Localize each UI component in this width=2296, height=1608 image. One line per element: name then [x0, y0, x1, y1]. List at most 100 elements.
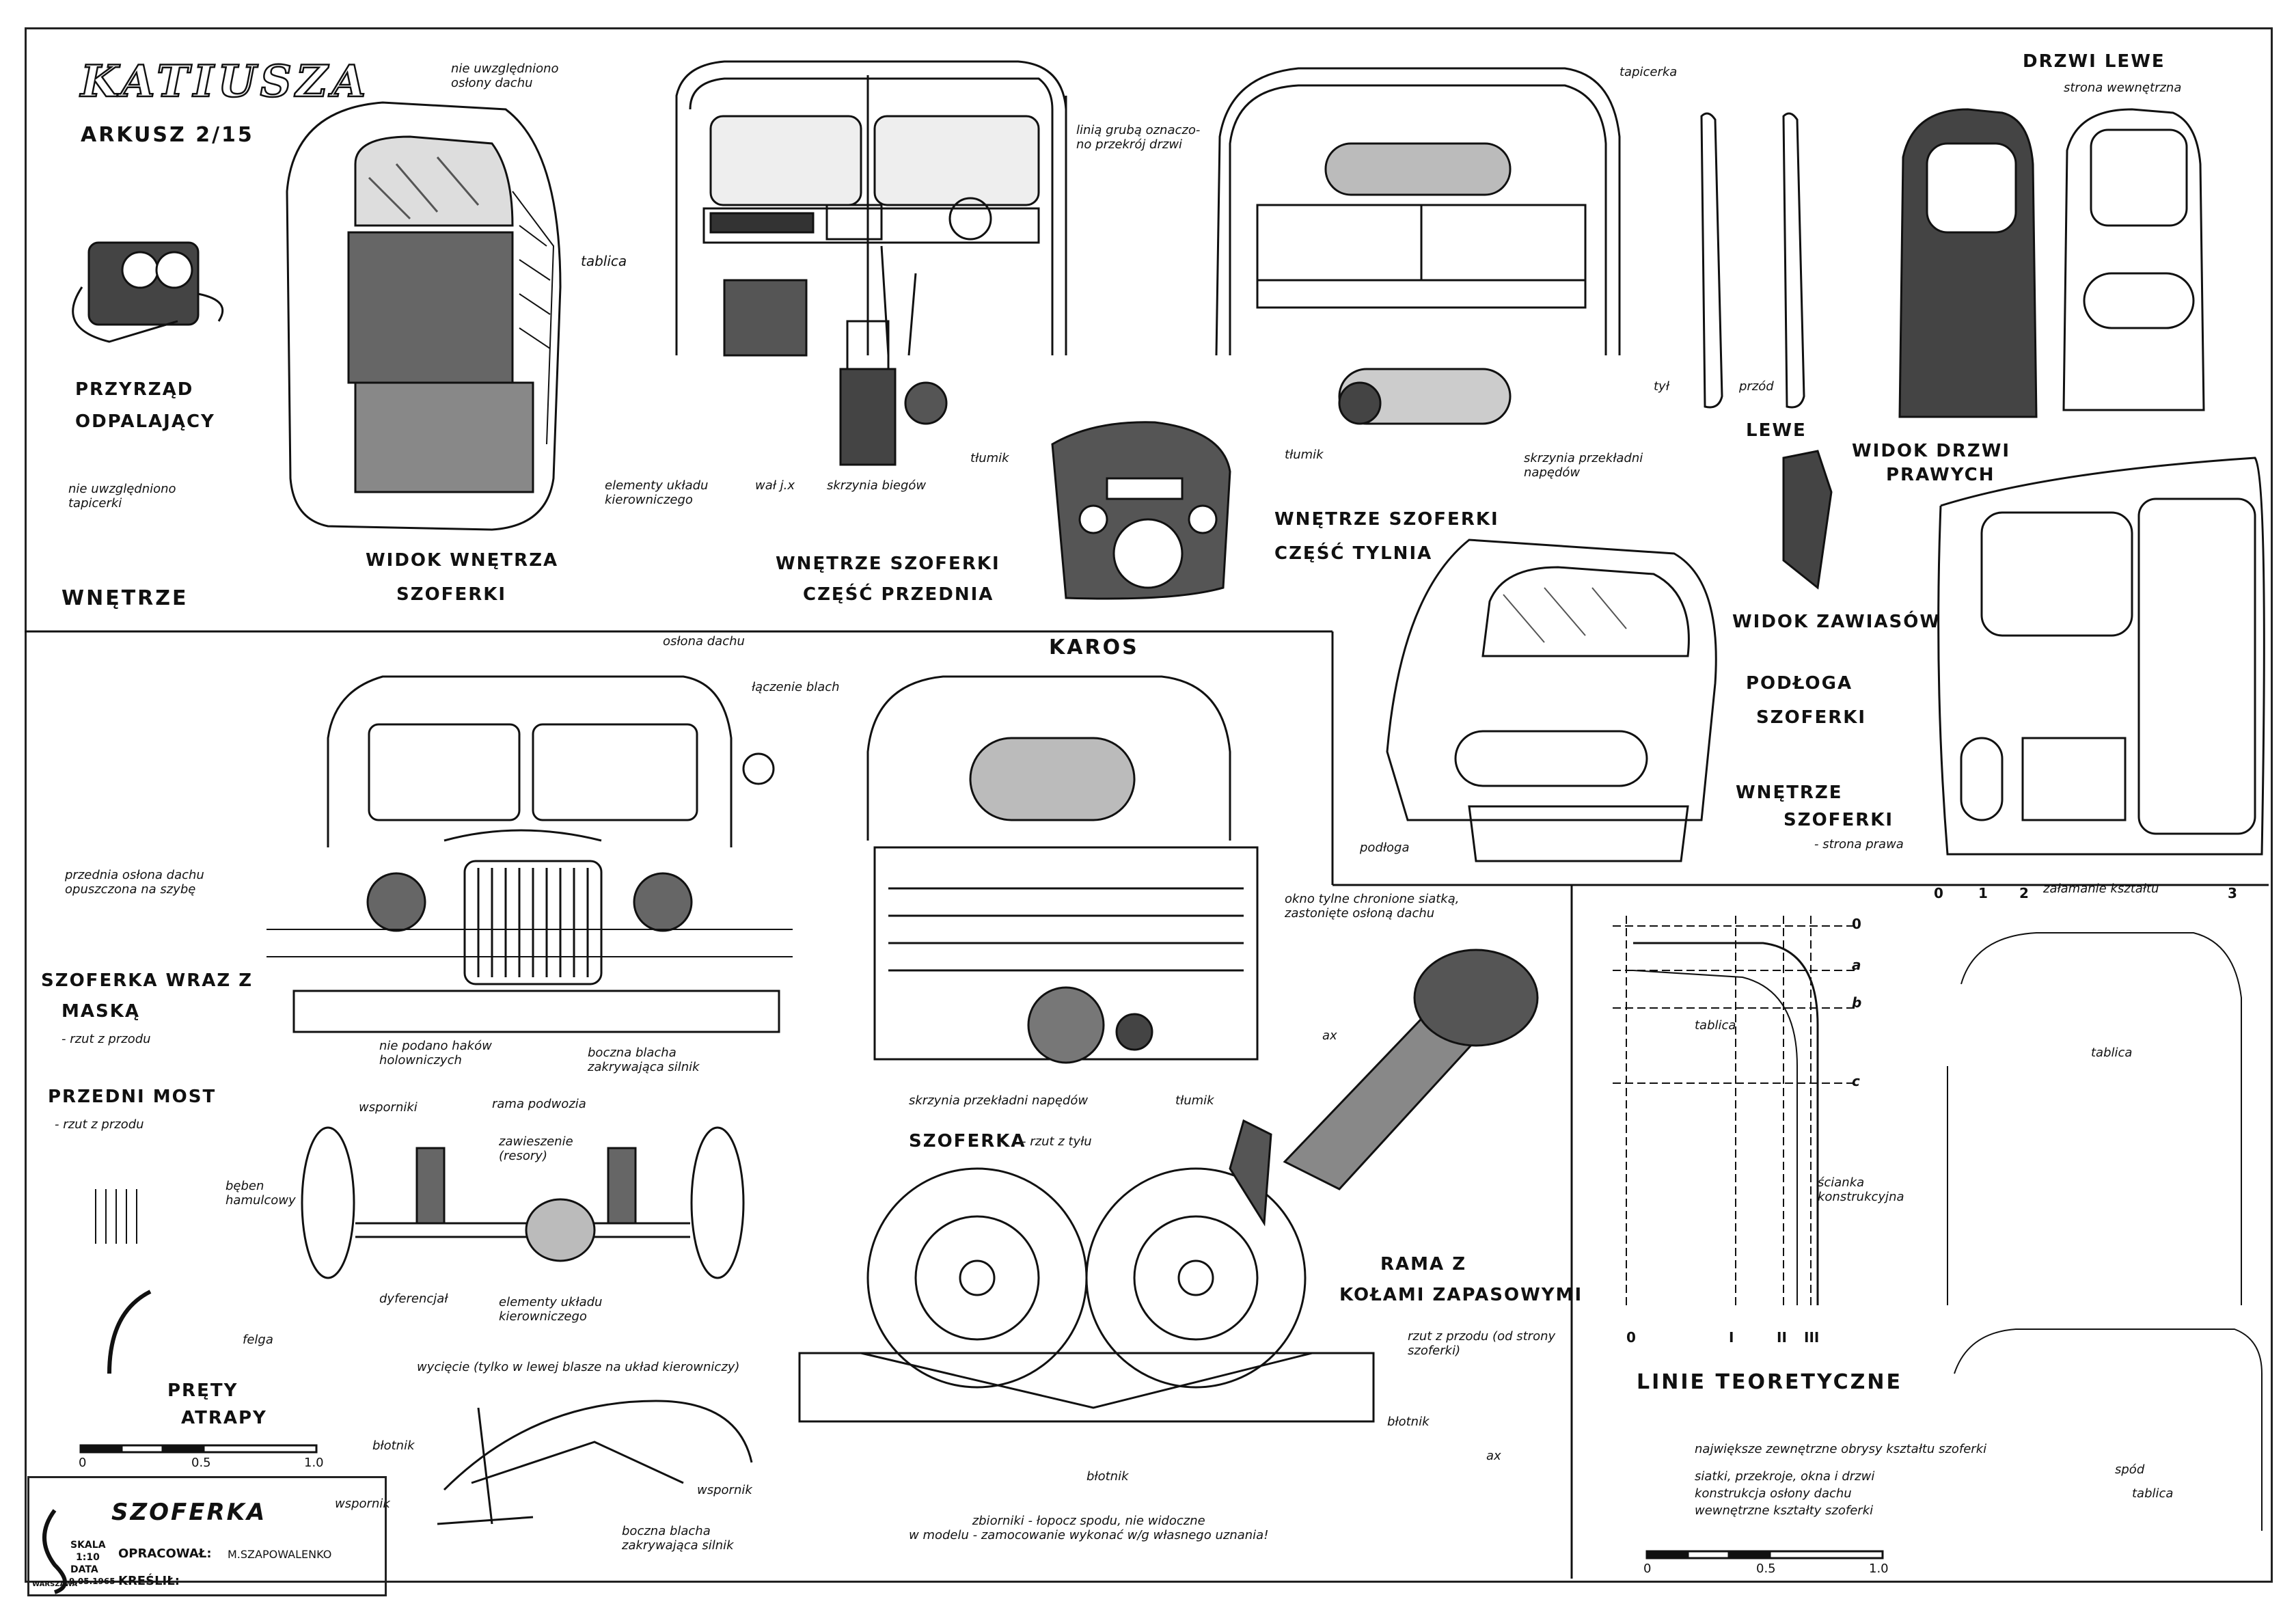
scale-bar-right — [1645, 1550, 1884, 1559]
section-heading-interior: WNĘTRZE — [62, 586, 189, 610]
label-rzut-tylu: - rzut z tyłu — [1022, 1134, 1092, 1149]
sheet-number: ARKUSZ 2/15 — [81, 123, 254, 147]
widok-prawych-2: PRAWYCH — [1886, 465, 1995, 485]
linie-row-c: c — [1852, 1073, 1860, 1089]
scale-left-05: 0.5 — [191, 1456, 211, 1470]
label-spod: spód — [2115, 1462, 2145, 1477]
karos-heading: KAROS — [1049, 636, 1139, 659]
podloga-label-2: SZOFERKI — [1756, 707, 1867, 728]
door-left-inner-drawing — [2062, 108, 2205, 411]
widok-wnetrza-1: WIDOK WNĘTRZA — [366, 550, 559, 571]
scale-right-10: 1.0 — [1869, 1562, 1889, 1576]
scale-bar-left — [79, 1444, 318, 1454]
label-scianka: ścianka konstrukcyjna — [1818, 1175, 1904, 1204]
scale-right-05: 0.5 — [1756, 1562, 1776, 1576]
label-rzut-przodu: - rzut z przodu — [62, 1032, 151, 1046]
title-block-city: WARSZAWA — [32, 1581, 78, 1588]
legend-item-3: konstrukcja osłony dachu — [1695, 1486, 1852, 1501]
axle-rzut: - rzut z przodu — [55, 1117, 144, 1132]
title-block-opracowal: M.SZAPOWALENKO — [228, 1548, 332, 1561]
wnetrze-label-1: WNĘTRZE — [1736, 782, 1843, 803]
linie-top-1: 1 — [1978, 885, 1988, 901]
spare-frame-title-1: RAMA Z — [1380, 1254, 1467, 1275]
doors-title: DRZWI LEWE — [2023, 51, 2165, 72]
title-block-name: SZOFERKA — [111, 1499, 267, 1526]
note-no-roof: nie uwzględniono osłony dachu — [451, 62, 559, 90]
grille-label-2: ATRAPY — [181, 1408, 267, 1428]
label-wal: wał j.x — [755, 478, 795, 493]
label-zawieszenie: zawieszenie (resory) — [499, 1134, 573, 1163]
logo-mark — [42, 1509, 67, 1594]
note-cutout: wycięcie (tylko w lewej blasze na układ … — [417, 1360, 740, 1374]
label-boczna-blacha: boczna blacha zakrywająca silnik — [588, 1046, 700, 1074]
label-axle-kier: elementy układu kierowniczego — [499, 1295, 603, 1324]
hinge-drawing — [1782, 450, 1833, 590]
scale-left-0: 0 — [79, 1456, 87, 1470]
rear-interior-title-2: CZĘŚĆ TYLNIA — [1274, 543, 1433, 564]
label-zalamanie: załamanie kształtu — [2043, 882, 2159, 896]
label-beben: bęben hamulcowy — [226, 1179, 296, 1208]
cab-interior-drawing — [286, 101, 562, 531]
widok-wnetrza-2: SZOFERKI — [396, 584, 507, 605]
fender-drawing — [437, 1400, 753, 1525]
linie-top-3: 3 — [2228, 885, 2237, 901]
front-interior-drawing — [675, 60, 1067, 466]
label-boczna-bottom: boczna blacha zakrywająca silnik — [622, 1524, 734, 1553]
label-lewe: LEWE — [1746, 420, 1807, 441]
przyrzad-label-1: PRZYRZĄD — [75, 379, 194, 400]
widok-prawych-1: WIDOK DRZWI — [1852, 441, 2011, 461]
sheet-title: KATIUSZA — [80, 55, 370, 109]
label-rama-podwozia: rama podwozia — [492, 1097, 586, 1111]
spare-frame-drawing — [1229, 949, 1539, 1227]
note-no-hooks: nie podano haków holowniczych — [379, 1039, 492, 1067]
front-interior-title-2: CZĘŚĆ PRZEDNIA — [803, 584, 994, 605]
label-podloga-small: podłoga — [1360, 841, 1410, 855]
linie-heading: LINIE TEORETYCZNE — [1637, 1370, 1903, 1394]
legend-item-1: największe zewnętrzne obrysy kształtu sz… — [1695, 1442, 1987, 1456]
label-przod: przód — [1739, 379, 1774, 394]
rear-interior-title-1: WNĘTRZE SZOFERKI — [1274, 509, 1499, 530]
label-transfer-rear: skrzynia przekładni napędów — [909, 1093, 1089, 1108]
label-tyl: tył — [1654, 379, 1669, 394]
title-block-kreslil-label: KREŚLIŁ: — [118, 1574, 180, 1588]
note-zbiorniki: zbiorniki - łopocz spodu, nie widoczne w… — [909, 1514, 1269, 1542]
note-rzut-strony: rzut z przodu (od strony szoferki) — [1408, 1329, 1556, 1358]
title-block-data-label: DATA — [70, 1564, 98, 1575]
label-blotnik-3: błotnik — [1387, 1415, 1430, 1429]
door-profiles-drawing — [1700, 112, 1805, 409]
title-block-skala-label: SKALA — [70, 1540, 106, 1551]
label-blotnik-2: błotnik — [1086, 1469, 1129, 1484]
label-laczenie-blach: łączenie blach — [752, 680, 840, 694]
label-tapicerka: tapicerka — [1620, 65, 1678, 79]
door-right-drawing — [1937, 456, 2265, 856]
linie-bottom-III: III — [1804, 1329, 1820, 1346]
label-tlumik-karos: tłumik — [1175, 1093, 1214, 1108]
wnetrze-label-2: SZOFERKI — [1784, 810, 1894, 830]
linie-bottom-0: 0 — [1626, 1329, 1636, 1346]
cab-hood-title-1: SZOFERKA WRAZ Z — [41, 970, 254, 991]
label-blotnik: błotnik — [372, 1439, 415, 1453]
grille-label-1: PRĘTY — [167, 1380, 238, 1401]
scale-left-10: 1.0 — [304, 1456, 324, 1470]
cab-rear-title: SZOFERKA — [909, 1131, 1026, 1152]
label-tlumik-front: tłumik — [970, 451, 1009, 465]
title-block: SZOFERKA SKALA 1:10 DATA 9.05.1965 OPRAC… — [27, 1476, 387, 1596]
legend-item-4: wewnętrzne kształty szoferki — [1695, 1503, 1874, 1518]
linie-bottom-II: II — [1777, 1329, 1787, 1346]
title-block-opracowal-label: OPRACOWAŁ: — [118, 1546, 212, 1561]
label-wspornik-right: wspornik — [697, 1483, 752, 1497]
front-axle-drawing — [301, 1126, 745, 1279]
label-wspornik-left: wspornik — [335, 1497, 390, 1511]
scale-right-0: 0 — [1643, 1562, 1652, 1576]
widok-zawiasow: WIDOK ZAWIASÓW — [1732, 612, 1941, 632]
label-dyferencjal: dyferencjał — [379, 1292, 448, 1306]
spare-wheels-drawing — [798, 1167, 1375, 1423]
axle-title: PRZEDNI MOST — [48, 1087, 217, 1107]
title-block-skala: 1:10 — [76, 1552, 100, 1563]
label-linie-tablica-right: tablica — [2091, 1046, 2133, 1060]
label-linie-tablica-bottom: tablica — [2132, 1486, 2174, 1501]
label-tlumik-rear: tłumik — [1285, 448, 1324, 462]
linie-top-2: 2 — [2019, 885, 2029, 901]
linie-row-0: 0 — [1852, 916, 1861, 932]
